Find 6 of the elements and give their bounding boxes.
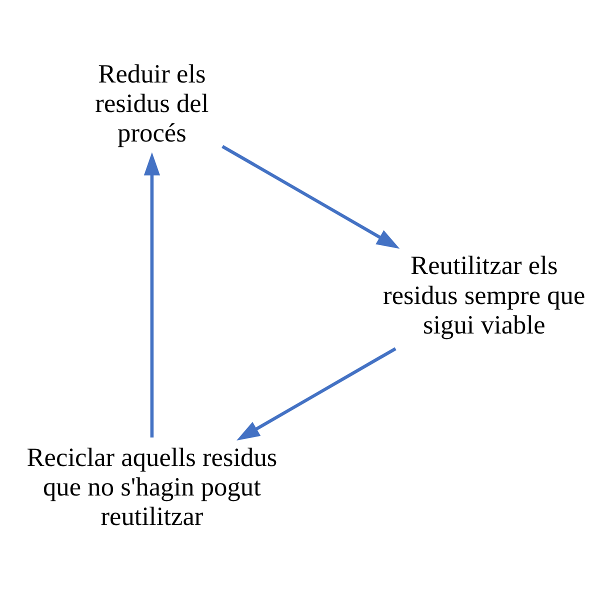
node-text: Reduir els residus del procés <box>95 58 209 148</box>
node-text: Reciclar aquells residus que no s'hagin pogut reutilitzar <box>26 441 278 531</box>
arrow <box>236 346 396 440</box>
arrow <box>222 144 400 248</box>
arrow <box>144 152 160 438</box>
node-text: Reutilitzar els residus sempre que sigui viable <box>383 250 586 339</box>
